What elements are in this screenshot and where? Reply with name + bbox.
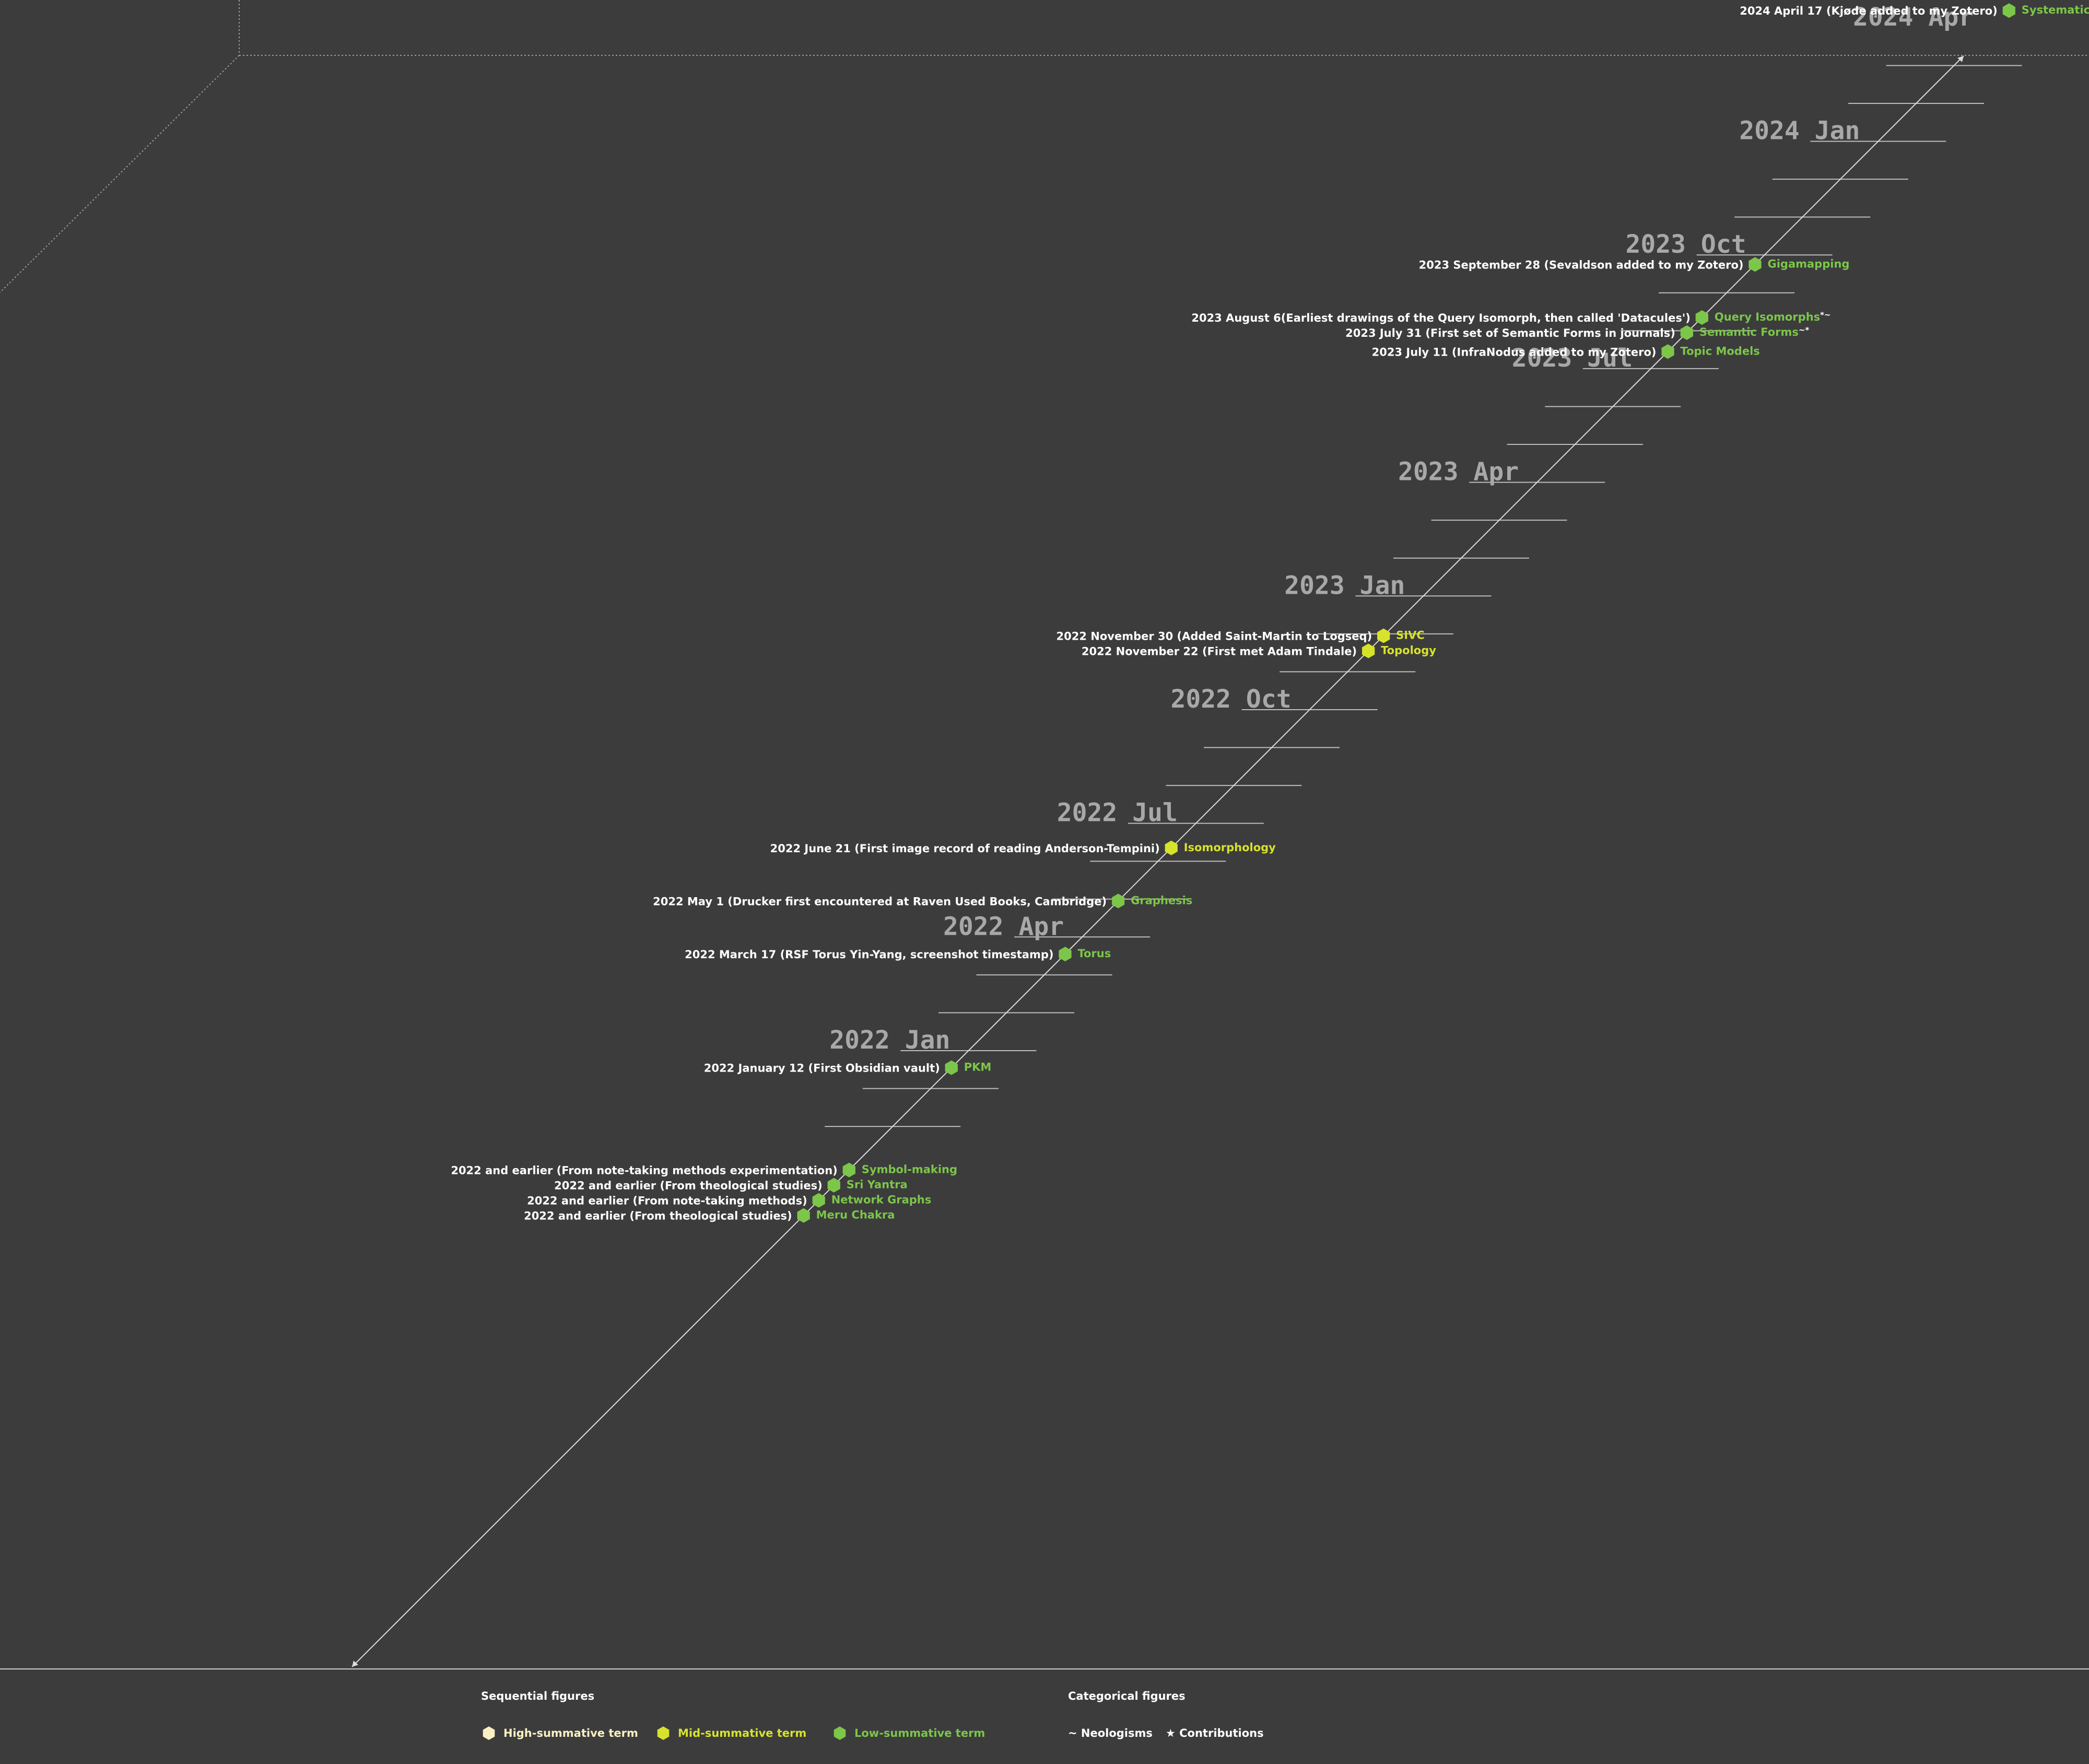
event-label: 2022 November 30 (Added Saint-Martin to … (1057, 630, 1372, 642)
event-term: Semantic Forms~* (1699, 325, 1810, 338)
event: 2023 July 11 (InfraNodus added to my Zot… (1372, 344, 1760, 359)
event: 2023 August 6(Earliest drawings of the Q… (1191, 310, 1831, 325)
hexagon-icon (1748, 257, 1762, 272)
event-term: Meru Chakra (816, 1209, 895, 1221)
month-label: 2022 Apr (943, 912, 1064, 941)
event: 2022 and earlier (From theological studi… (554, 1178, 908, 1193)
event-term: Torus (1077, 947, 1111, 960)
hexagon-icon (1661, 344, 1674, 359)
legend-sequential-title: Sequential figures (481, 1690, 595, 1702)
legend-neologisms: ~ Neologisms (1068, 1727, 1153, 1739)
legend-contributions: ★ Contributions (1166, 1727, 1264, 1739)
event-term: Gigamapping (1767, 257, 1849, 270)
month-labels: 2022 Jan 2022 Apr 2022 Jul 2022 Oct 2023 Jan… (829, 3, 1974, 1055)
event: 2022 and earlier (From note-taking metho… (451, 1162, 957, 1178)
hexagon-icon (834, 1726, 846, 1740)
event: 2022 November 22 (First met Adam Tindale… (1082, 643, 1436, 658)
event-term: Systematic Combining (2022, 4, 2089, 16)
event-term: Sri Yantra (847, 1179, 908, 1191)
event-term: Topology (1381, 644, 1436, 656)
month-label: 2023 Jan (1284, 571, 1405, 600)
hexagon-icon (1377, 628, 1390, 643)
month-label: 2022 Jul (1057, 798, 1178, 828)
event-label: 2022 and earlier (From note-taking metho… (527, 1195, 807, 1207)
frame-diagonal-line (0, 55, 240, 293)
event-mark: ~* (1799, 325, 1810, 335)
axis-arrow-start (352, 1661, 358, 1667)
hexagon-icon (945, 1060, 958, 1075)
event-label: 2022 May 1 (Drucker first encountered at… (653, 895, 1107, 908)
event-label: 2022 and earlier (From theological studi… (554, 1180, 823, 1192)
month-label: 2022 Jan (829, 1026, 950, 1055)
hexagon-icon (1165, 840, 1178, 855)
legend: Sequential figures Categorical figures H… (0, 1669, 2089, 1764)
event: 2023 September 28 (Sevaldson added to my… (1419, 257, 1849, 272)
event-term: Network Graphs (831, 1194, 932, 1206)
event-label: 2022 March 17 (RSF Torus Yin-Yang, scree… (685, 948, 1053, 961)
timeline-axis (351, 55, 1964, 1667)
hexagon-icon (2002, 3, 2015, 18)
event: 2022 and earlier (From note-taking metho… (527, 1193, 931, 1208)
hexagon-icon (657, 1726, 670, 1740)
event-label: 2022 November 22 (First met Adam Tindale… (1082, 645, 1357, 657)
legend-high-label: High-summative term (503, 1727, 638, 1739)
event: 2022 November 30 (Added Saint-Martin to … (1057, 628, 1425, 643)
hexagon-icon (1059, 947, 1072, 961)
event: 2022 June 21 (First image record of read… (770, 840, 1276, 855)
hexagon-icon (1112, 893, 1125, 909)
event: 2022 May 1 (Drucker first encountered at… (653, 893, 1192, 909)
hexagon-icon (842, 1162, 855, 1178)
axis-arrow-end (1957, 56, 1964, 62)
legend-categorical-title: Categorical figures (1068, 1690, 1186, 1702)
event-label: 2022 June 21 (First image record of read… (770, 842, 1160, 855)
hexagon-icon (483, 1726, 495, 1740)
hexagon-icon (797, 1208, 810, 1223)
month-label: 2022 Oct (1170, 685, 1291, 714)
axis-line (351, 55, 1964, 1667)
hexagon-icon (812, 1193, 825, 1208)
event: 2022 and earlier (From theological studi… (524, 1208, 895, 1223)
event-label: 2024 April 17 (Kjøde added to my Zotero) (1740, 5, 1998, 17)
frame-lines (0, 0, 2089, 1669)
event: 2024 April 17 (Kjøde added to my Zotero)… (1740, 3, 2089, 18)
event-term: Isomorphology (1184, 841, 1276, 854)
hexagon-icon (1362, 643, 1375, 658)
event-label: 2023 July 11 (InfraNodus added to my Zot… (1372, 346, 1657, 358)
month-label: 2023 Jul (1512, 344, 1633, 373)
legend-low-label: Low-summative term (854, 1727, 985, 1739)
event-term: SIVC (1396, 629, 1425, 641)
legend-mid-label: Mid-summative term (678, 1727, 807, 1739)
event-label: 2023 August 6(Earliest drawings of the Q… (1191, 312, 1691, 324)
event-label: 2023 September 28 (Sevaldson added to my… (1419, 258, 1744, 271)
legend-low: Low-summative term (832, 1725, 985, 1741)
event-term: Topic Models (1681, 345, 1760, 357)
event-term: Symbol-making (862, 1163, 957, 1176)
event-mark: *~ (1820, 310, 1830, 320)
hexagon-icon (1680, 325, 1693, 340)
event-label: 2023 July 31 (First set of Semantic Form… (1345, 327, 1675, 339)
hexagon-icon (827, 1178, 840, 1193)
legend-high: High-summative term (482, 1725, 638, 1741)
event-label: 2022 and earlier (From theological studi… (524, 1210, 792, 1222)
month-label: 2023 Oct (1625, 230, 1746, 259)
legend-mid: Mid-summative term (656, 1725, 806, 1741)
event-term: PKM (964, 1061, 992, 1074)
hexagon-icon (1695, 310, 1708, 325)
event-label: 2022 and earlier (From note-taking metho… (451, 1165, 837, 1177)
month-label: 2024 Apr (1853, 3, 1974, 32)
event: 2023 July 31 (First set of Semantic Form… (1345, 325, 1809, 340)
event: 2022 March 17 (RSF Torus Yin-Yang, scree… (685, 947, 1111, 961)
month-label: 2023 Apr (1398, 457, 1519, 487)
event-term: Graphesis (1131, 894, 1192, 907)
event-label: 2022 January 12 (First Obsidian vault) (704, 1062, 940, 1075)
month-label: 2024 Jan (1739, 116, 1860, 146)
event: 2022 January 12 (First Obsidian vault) PK… (704, 1060, 992, 1075)
event-term: Query Isomorphs*~ (1715, 310, 1831, 323)
events: 2022 and earlier (From theological studi… (451, 3, 2089, 1223)
